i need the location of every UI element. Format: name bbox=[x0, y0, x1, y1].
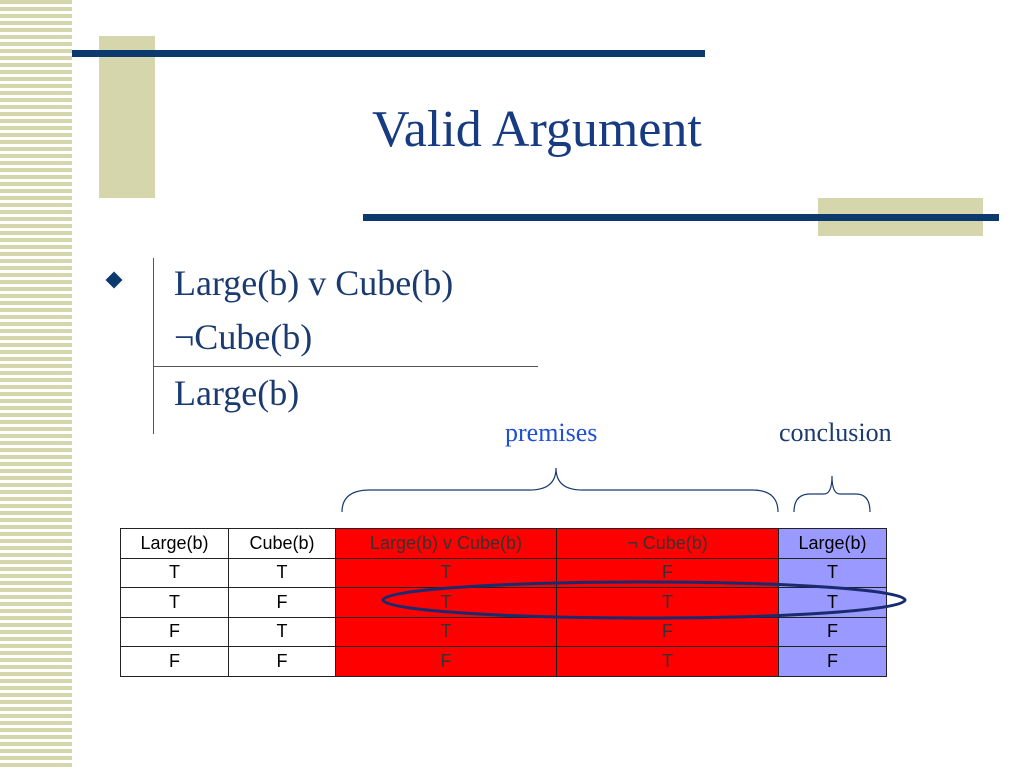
table-cell: T bbox=[228, 557, 336, 588]
premise-1: Large(b) v Cube(b) bbox=[174, 263, 454, 303]
table-cell: T bbox=[778, 587, 887, 618]
table-row: F T T F F bbox=[120, 616, 887, 647]
fitch-separator bbox=[153, 366, 538, 367]
table-cell: F bbox=[228, 587, 336, 618]
conclusion-brace-icon bbox=[793, 475, 871, 513]
top-rule bbox=[72, 50, 705, 57]
header-negation: ¬ Cube(b) bbox=[556, 528, 779, 559]
table-cell: T bbox=[120, 557, 229, 588]
fitch-bar bbox=[153, 258, 154, 434]
conclusion-line: Large(b) bbox=[174, 373, 300, 413]
title-underline bbox=[363, 214, 999, 221]
table-cell: F bbox=[120, 616, 229, 647]
header-conclusion: Large(b) bbox=[778, 528, 887, 559]
table-cell: T bbox=[335, 616, 557, 647]
table-cell: T bbox=[556, 646, 779, 677]
table-cell: F bbox=[778, 616, 887, 647]
table-cell: T bbox=[778, 557, 887, 588]
table-cell: F bbox=[228, 646, 336, 677]
header-disjunction: Large(b) v Cube(b) bbox=[335, 528, 557, 559]
slide-title: Valid Argument bbox=[372, 101, 702, 158]
table-cell: F bbox=[335, 646, 557, 677]
table-cell: T bbox=[120, 587, 229, 618]
table-header-row: Large(b) Cube(b) Large(b) v Cube(b) ¬ Cu… bbox=[120, 528, 887, 559]
decorative-stripes bbox=[0, 0, 72, 768]
header-large: Large(b) bbox=[120, 528, 229, 559]
table-cell: T bbox=[335, 587, 557, 618]
table-row: F F F T F bbox=[120, 646, 887, 677]
premise-2: ¬Cube(b) bbox=[174, 317, 313, 357]
truth-table: Large(b) Cube(b) Large(b) v Cube(b) ¬ Cu… bbox=[120, 528, 887, 677]
conclusion-label: conclusion bbox=[779, 418, 892, 447]
table-cell: F bbox=[556, 616, 779, 647]
decor-block-top bbox=[99, 36, 155, 198]
table-row: T T T F T bbox=[120, 557, 887, 588]
table-cell: F bbox=[778, 646, 887, 677]
premises-brace-icon bbox=[341, 467, 779, 513]
table-cell: T bbox=[228, 616, 336, 647]
table-cell: T bbox=[556, 587, 779, 618]
table-cell: F bbox=[120, 646, 229, 677]
header-cube: Cube(b) bbox=[228, 528, 336, 559]
table-row: T F T T T bbox=[120, 587, 887, 618]
premises-label: premises bbox=[505, 418, 598, 447]
table-cell: T bbox=[335, 557, 557, 588]
table-cell: F bbox=[556, 557, 779, 588]
